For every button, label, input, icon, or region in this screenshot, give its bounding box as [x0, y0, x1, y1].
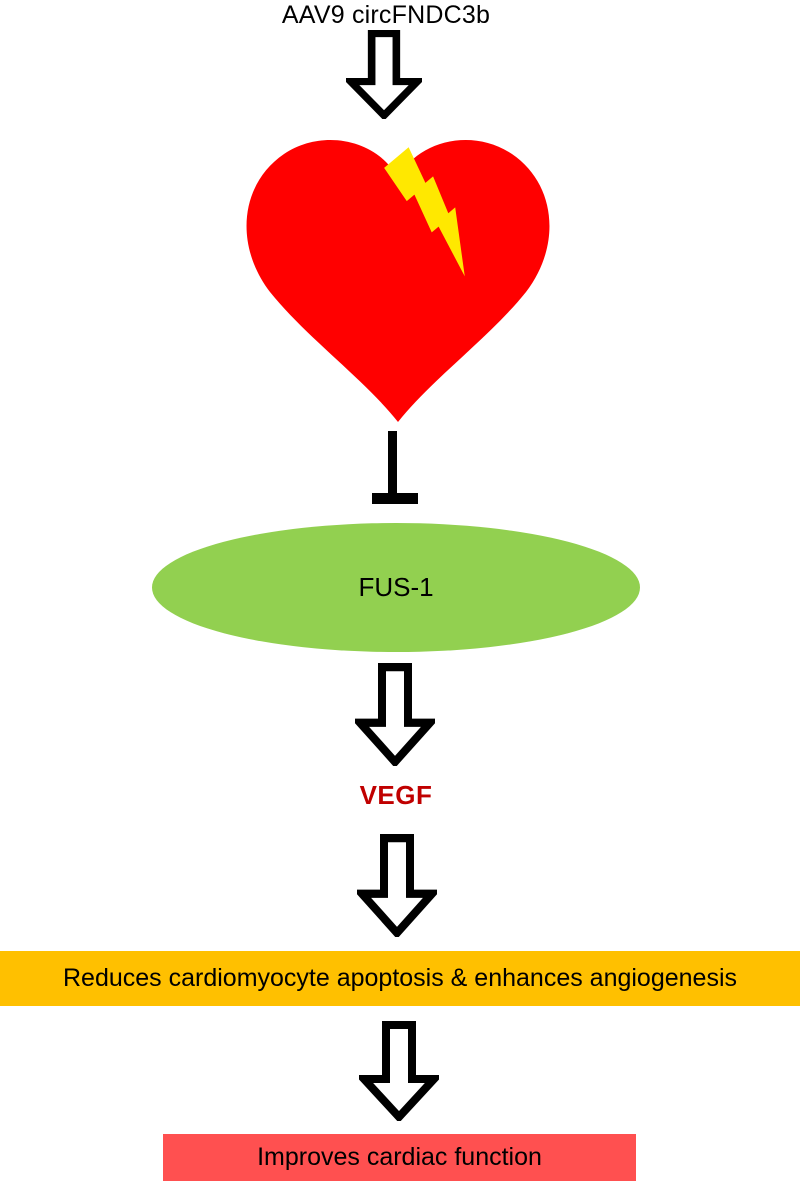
- effects-banner-label: Reduces cardiomyocyte apoptosis & enhanc…: [62, 964, 738, 992]
- down-arrow-icon: [346, 30, 422, 119]
- down-arrow-icon: [357, 834, 437, 937]
- down-arrow-icon: [359, 1021, 439, 1121]
- fus1-node: FUS-1: [152, 523, 640, 652]
- diagram-title: AAV9 circFNDC3b: [281, 1, 491, 29]
- down-arrow-icon: [355, 663, 435, 766]
- inhibition-bar-icon: [372, 493, 418, 504]
- inhibition-bar-stem: [388, 431, 397, 495]
- heart-shape-icon: [246, 139, 550, 423]
- vegf-label: VEGF: [359, 780, 433, 810]
- effects-banner: Reduces cardiomyocyte apoptosis & enhanc…: [0, 951, 800, 1006]
- outcome-banner-label: Improves cardiac function: [257, 1143, 542, 1171]
- outcome-banner: Improves cardiac function: [163, 1134, 636, 1181]
- fus1-label: FUS-1: [358, 572, 434, 602]
- lightning-bolt-icon: [384, 147, 465, 277]
- broken-heart-icon: [246, 139, 550, 423]
